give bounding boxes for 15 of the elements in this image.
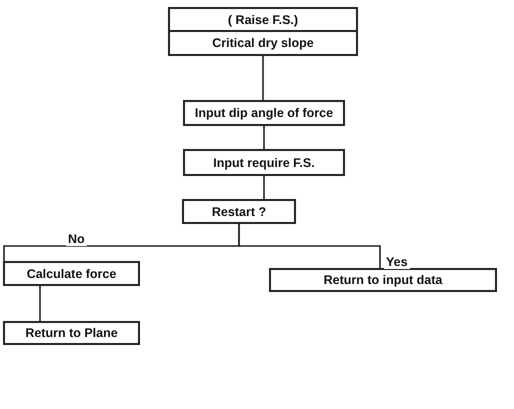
connector-line [263, 176, 265, 199]
process-box: Return to input data [269, 268, 497, 292]
connector-line [263, 126, 265, 149]
edge-label: Yes [384, 255, 410, 269]
connector-line [39, 286, 41, 321]
process-box: Critical dry slope [168, 30, 358, 56]
edge-label: No [66, 232, 87, 246]
process-box: ( Raise F.S.) [168, 7, 358, 32]
connector-line [262, 56, 264, 100]
process-box: Input require F.S. [183, 149, 345, 176]
process-box: Restart ? [182, 199, 296, 224]
process-box: Calculate force [3, 261, 140, 286]
process-box: Input dip angle of force [183, 100, 345, 126]
process-box: Return to Plane [3, 321, 140, 345]
connector-line [238, 224, 381, 268]
